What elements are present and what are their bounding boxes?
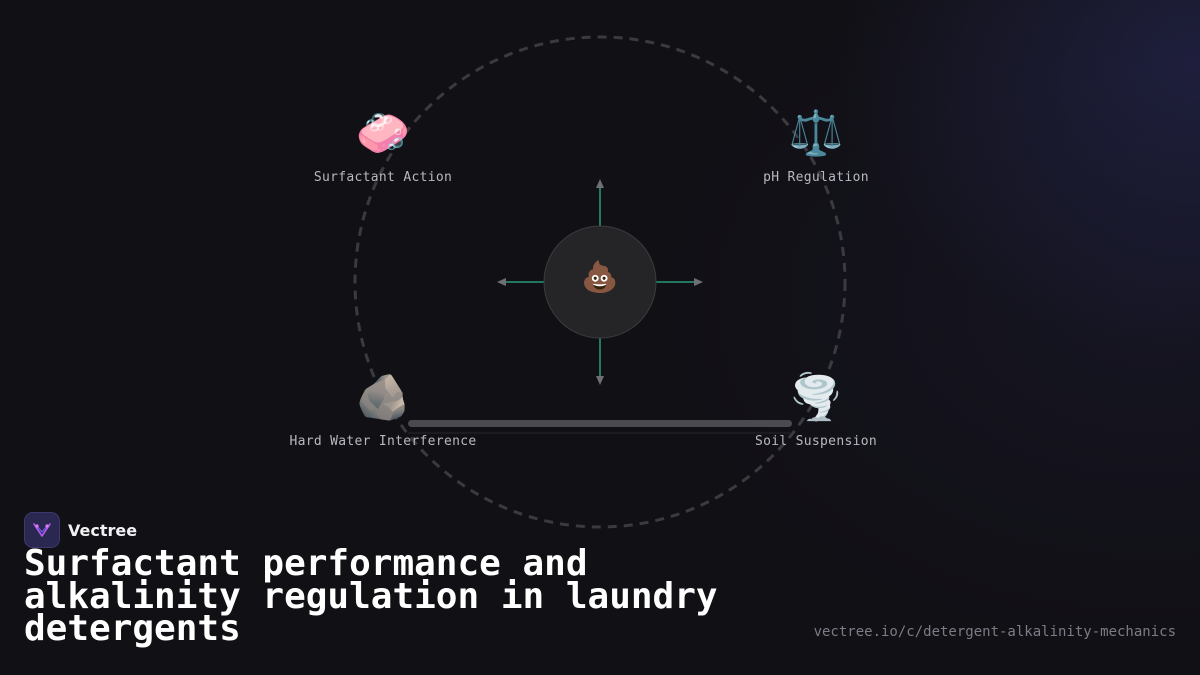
node-label: pH Regulation (763, 170, 869, 185)
node-ph-regulation: ⚖️ pH Regulation (696, 108, 936, 185)
brand[interactable]: Vectree (24, 512, 137, 548)
node-label: Soil Suspension (755, 434, 877, 449)
vectree-logo-icon (24, 512, 60, 548)
node-label: Hard Water Interference (289, 434, 477, 449)
arrow-up-icon (596, 179, 604, 188)
node-surfactant-action: 🧼 Surfactant Action (263, 108, 503, 185)
arrow-right-icon (694, 278, 703, 286)
orbit-circle (353, 35, 847, 529)
connector-bar (408, 420, 792, 427)
soap-icon: 🧼 (355, 108, 411, 159)
rock-icon: 🪨 (355, 372, 411, 423)
page-title: Surfactant performance and alkalinity re… (24, 543, 718, 649)
node-soil-suspension: 🌪️ Soil Suspension (696, 372, 936, 449)
node-hard-water-interference: 🪨 Hard Water Interference (263, 372, 503, 449)
arrow-left-icon (497, 278, 506, 286)
center-icon: 💩 (581, 260, 619, 295)
brand-name: Vectree (68, 520, 138, 540)
tornado-icon: 🌪️ (788, 372, 844, 423)
node-label: Surfactant Action (313, 170, 453, 185)
center-hub (543, 225, 657, 339)
scales-icon: ⚖️ (788, 108, 844, 159)
arrow-down-icon (596, 376, 604, 385)
page-url[interactable]: vectree.io/c/detergent-alkalinity-mechan… (813, 624, 1176, 640)
